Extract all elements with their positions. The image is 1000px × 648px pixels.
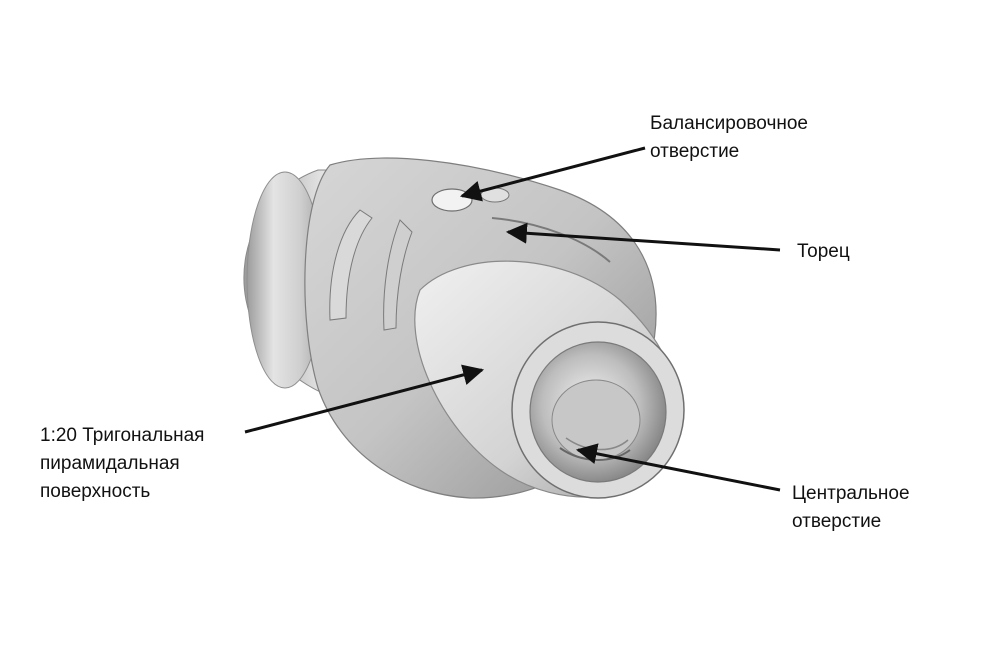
- label-balance-hole-line-1: Балансировочное: [650, 113, 808, 134]
- arrow-pyramid-surface: [244, 364, 485, 434]
- arrow-center-hole: [575, 443, 781, 492]
- label-pyramid-surface: 1:20 Тригональная пирамидальная поверхно…: [40, 422, 204, 506]
- label-center-hole: Центральное отверстие: [792, 480, 910, 536]
- label-pyramid-surface-line-3: поверхность: [40, 481, 151, 502]
- label-end-face-line-1: Торец: [797, 241, 850, 262]
- label-center-hole-line-1: Центральное: [792, 483, 910, 504]
- label-center-hole-line-2: отверстие: [792, 511, 882, 532]
- pyramid-shank: [414, 260, 685, 499]
- balance-hole: [431, 188, 473, 212]
- label-pyramid-surface-line-1: 1:20 Тригональная: [40, 425, 205, 446]
- label-balance-hole: Балансировочное отверстие: [650, 110, 808, 166]
- end-face: [491, 217, 611, 263]
- arrow-end-face: [505, 222, 781, 252]
- label-balance-hole-line-2: отверстие: [650, 141, 740, 162]
- leader-arrows: [244, 146, 781, 492]
- label-end-face: Торец: [797, 238, 850, 266]
- arrow-balance-hole: [459, 146, 646, 202]
- label-pyramid-surface-line-2: пирамидальная: [40, 453, 180, 474]
